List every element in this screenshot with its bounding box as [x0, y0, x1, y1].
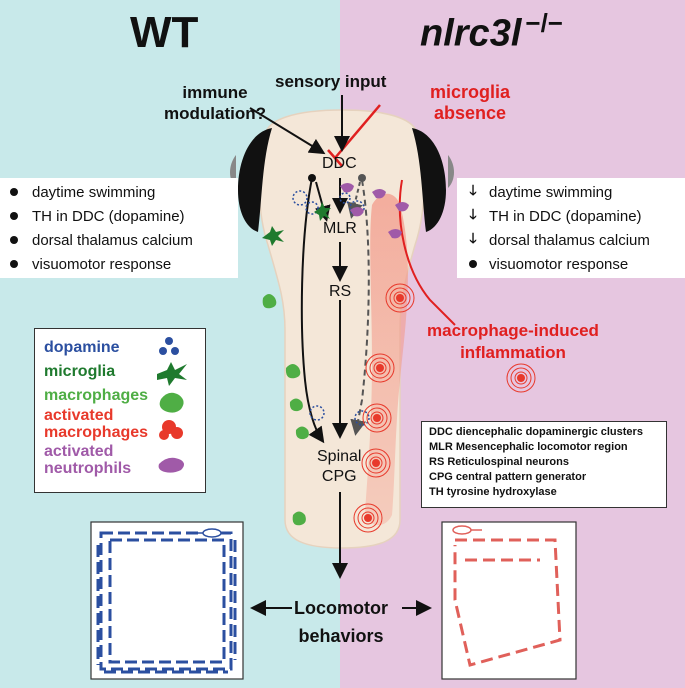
microglia-cells: [262, 202, 331, 246]
activated-macrophage-icon: [159, 420, 183, 440]
wt-trajectory-box: [90, 521, 244, 680]
mlr-label: MLR: [323, 220, 357, 237]
bullet-icon: [469, 260, 477, 268]
abbreviation-item: DDC diencephalic dopaminergic clusters: [429, 426, 643, 438]
inflammation-label: macrophage-induced inflammation: [427, 321, 599, 362]
list-item: 🡓daytime swimming: [457, 180, 685, 204]
abbreviation-item: TH tyrosine hydroxylase: [429, 486, 557, 498]
right-eye-rim: [448, 155, 454, 188]
list-item: visuomotor response: [457, 252, 685, 276]
legend-macrophages: macrophages: [44, 387, 149, 404]
activated-neutrophil-icon: [158, 457, 184, 473]
dopamine-dots-icon: [159, 337, 179, 355]
down-arrow-icon: 🡓: [469, 206, 477, 222]
list-item: TH in DDC (dopamine): [0, 204, 238, 228]
bullet-icon: [10, 236, 18, 244]
down-arrow-icon: 🡓: [469, 182, 477, 198]
wt-trajectory-path: [96, 531, 237, 674]
list-item: daytime swimming: [0, 180, 238, 204]
neutrophil-cells: [340, 183, 409, 239]
abbreviations-box: DDC diencephalic dopaminergic clusters M…: [421, 421, 667, 508]
list-item: visuomotor response: [0, 252, 238, 276]
list-item: dorsal thalamus calcium: [0, 228, 238, 252]
rs-label: RS: [329, 283, 352, 300]
left-eye: [238, 128, 272, 232]
abbreviation-item: MLR Mesencephalic locomotor region: [429, 441, 628, 453]
mutant-title: nlrc3l−/−: [420, 8, 563, 55]
dopamine-clusters: [292, 190, 370, 426]
bullet-icon: [10, 212, 18, 220]
legend-microglia: microglia: [44, 363, 116, 380]
bullet-icon: [10, 188, 18, 196]
microglia-absence-label: microglia absence: [430, 82, 511, 123]
wt-phenotype-list: daytime swimming TH in DDC (dopamine) do…: [0, 178, 238, 278]
cell-type-legend: dopamine microglia macrophages activated…: [34, 328, 206, 493]
macrophage-icon: [159, 392, 184, 413]
microglia-icon: [157, 362, 187, 386]
down-arrow-icon: 🡓: [469, 230, 477, 246]
sensory-input-label: sensory input: [275, 72, 387, 91]
macrophage-cells: [262, 294, 309, 526]
bullet-icon: [10, 260, 18, 268]
mutant-trajectory-path: [453, 538, 562, 667]
abbreviation-item: RS Reticulospinal neurons: [429, 456, 569, 468]
list-item: 🡓dorsal thalamus calcium: [457, 228, 685, 252]
legend-icons: [157, 337, 187, 473]
ddc-label: DDC: [322, 155, 357, 172]
abbreviation-item: CPG central pattern generator: [429, 471, 587, 483]
spinal-cpg-label: Spinal CPG: [317, 448, 362, 485]
activated-macrophage-cells: [353, 283, 536, 533]
inflammation-region: [365, 193, 408, 526]
wt-larva-icon: [192, 528, 222, 538]
legend-dopamine: dopamine: [44, 339, 120, 356]
mutant-phenotype-list: 🡓daytime swimming 🡓TH in DDC (dopamine) …: [457, 178, 685, 278]
immune-modulation-label: immune modulation?: [164, 83, 266, 123]
right-eye: [412, 128, 446, 232]
mutant-larva-icon: [452, 525, 482, 535]
wt-title: WT: [130, 8, 199, 57]
locomotor-behaviors-label: Locomotor behaviors: [294, 598, 388, 646]
list-item: 🡓TH in DDC (dopamine): [457, 204, 685, 228]
